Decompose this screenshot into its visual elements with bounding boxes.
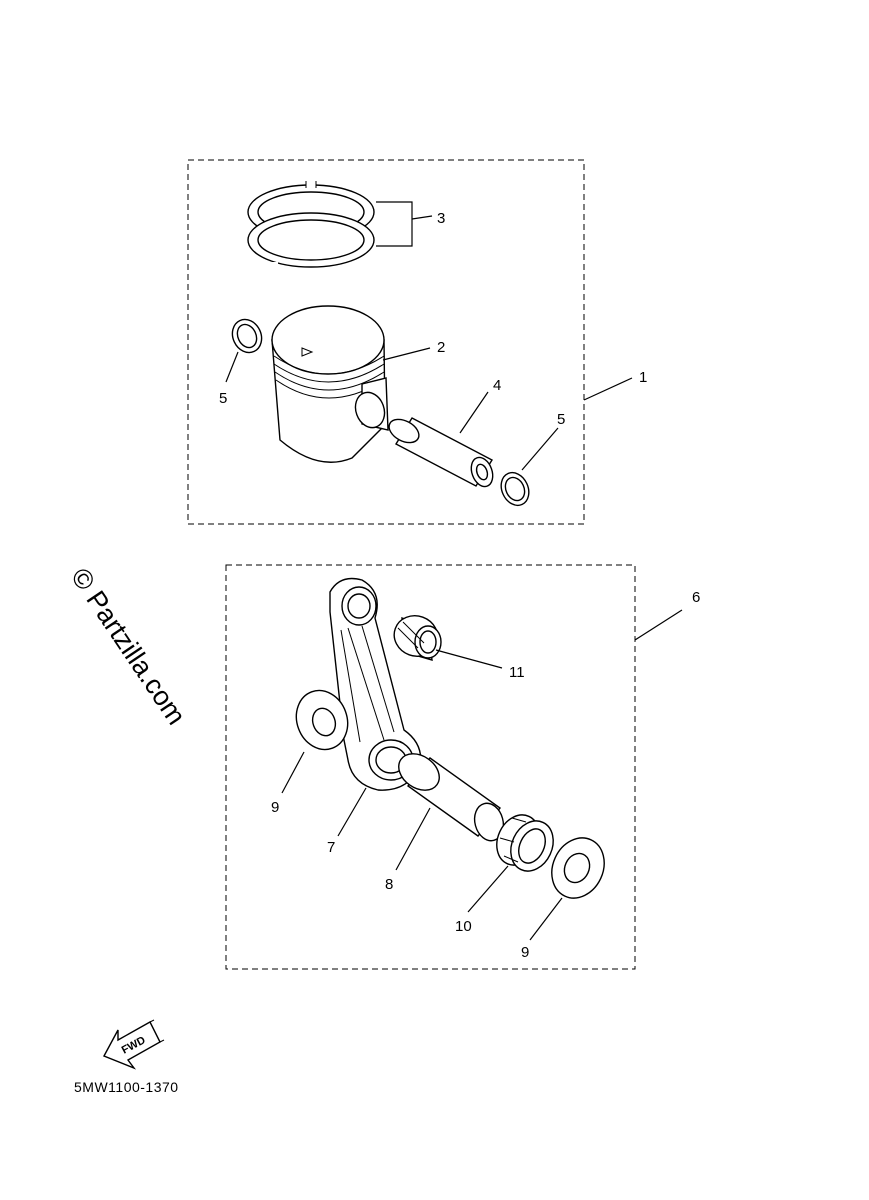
thrust-washer-right[interactable]: [542, 829, 614, 906]
big-end-bearing[interactable]: [489, 808, 561, 878]
piston-pin-clip-left[interactable]: [227, 315, 267, 358]
callout-piston: 2: [437, 339, 445, 356]
watermark: © Partzilla.com: [65, 563, 192, 731]
callout-conrod: 7: [327, 839, 335, 856]
part-code: 5MW1100-1370: [74, 1079, 179, 1095]
callout-washer-left: 9: [271, 799, 279, 816]
piston-ring-set[interactable]: [247, 180, 375, 272]
leader-lines-lower: [281, 609, 683, 941]
callout-ring-set: 3: [437, 210, 445, 227]
small-end-bearing[interactable]: [388, 610, 443, 663]
callout-crank-kit: 6: [692, 589, 700, 606]
callout-big-end-bearing: 10: [455, 918, 472, 935]
callout-piston-pin: 4: [493, 377, 501, 394]
piston-pin[interactable]: [385, 415, 496, 490]
connecting-rod[interactable]: [329, 577, 422, 791]
callout-crank-pin: 8: [385, 876, 393, 893]
callout-piston-kit: 1: [639, 369, 647, 386]
leader-lines-upper: [225, 201, 633, 471]
fwd-arrow-icon: FWD: [103, 1019, 165, 1070]
crank-kit-group-box: [225, 564, 636, 970]
callout-small-end-bearing: 11: [509, 664, 525, 681]
callout-clip-right: 5: [557, 411, 565, 428]
callout-washer-right: 9: [521, 944, 529, 961]
callout-clip-left: 5: [219, 390, 227, 407]
piston-pin-clip-right[interactable]: [496, 468, 534, 510]
crank-pin[interactable]: [392, 746, 508, 844]
piston[interactable]: [271, 305, 389, 463]
thrust-washer-left[interactable]: [288, 683, 356, 756]
